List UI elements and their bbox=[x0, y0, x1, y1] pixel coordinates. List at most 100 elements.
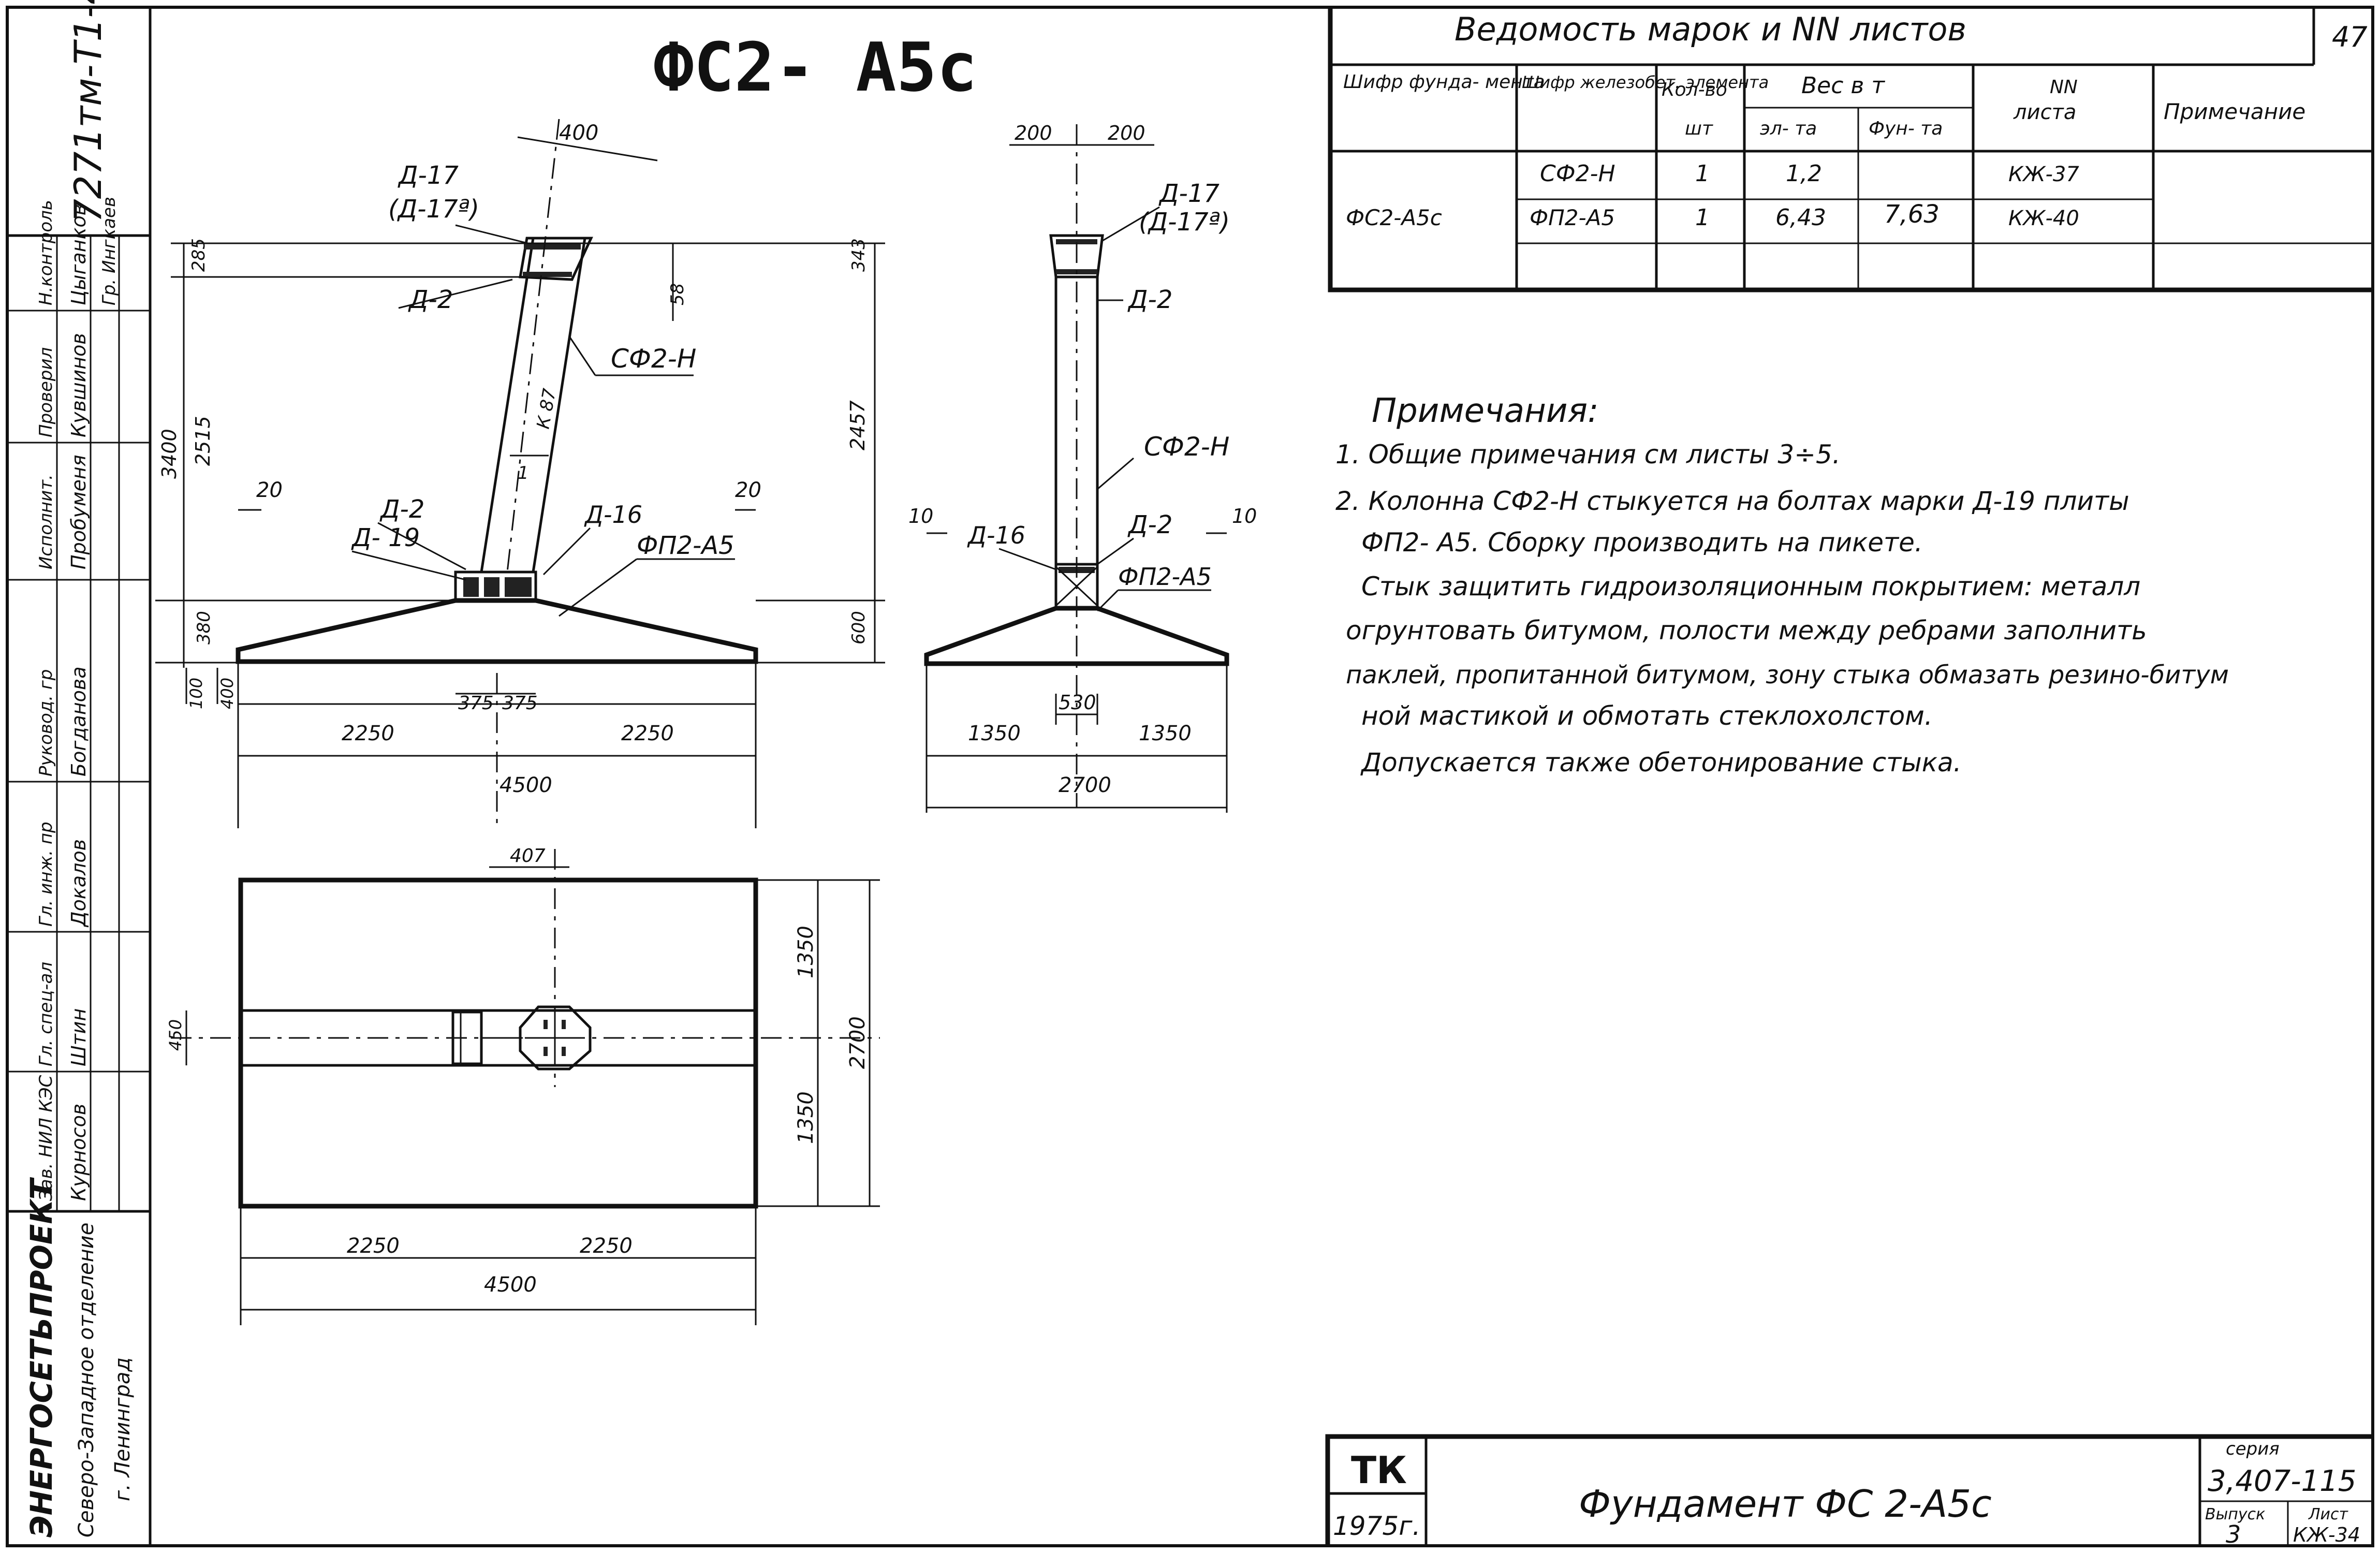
dim-1: 1 bbox=[518, 463, 529, 484]
side-dim-1350-right: 1350 bbox=[1139, 722, 1192, 745]
sheet-value: КЖ-34 bbox=[2293, 1523, 2360, 1546]
plan-dim-2700: 2700 bbox=[846, 1016, 870, 1069]
dim-600: 600 bbox=[848, 611, 869, 644]
dim-2250-left: 2250 bbox=[342, 722, 394, 745]
notes-block: Примечания: 1. Общие примечания см листы… bbox=[1335, 392, 2229, 778]
dim-375-b: 375 bbox=[502, 693, 538, 714]
label-sf2n: СФ2-Н bbox=[611, 344, 696, 374]
name-8: Гр. Ингкаев bbox=[99, 197, 120, 305]
header-sheet: листа bbox=[2013, 100, 2076, 124]
dim-343: 343 bbox=[848, 238, 869, 272]
year-label: 1975г. bbox=[1333, 1511, 1420, 1541]
plan-dim-2250-left: 2250 bbox=[347, 1234, 400, 1258]
dim-2457: 2457 bbox=[846, 400, 869, 450]
plan-dim-1350-top: 1350 bbox=[794, 926, 818, 978]
side-dim-1350-left: 1350 bbox=[968, 722, 1021, 745]
issue-label: Выпуск bbox=[2205, 1505, 2265, 1523]
plan-dim-407: 407 bbox=[510, 845, 546, 867]
role-7: Н.контроль bbox=[36, 200, 56, 305]
note-line-6: паклей, пропитанной битумом, зону стыка … bbox=[1346, 661, 2229, 690]
note-line-4: Стык защитить гидроизоляционным покрытие… bbox=[1361, 572, 2140, 602]
tk-label: ТК bbox=[1351, 1448, 1407, 1492]
header-sheet-nn: NN bbox=[2050, 77, 2078, 98]
plan-dim-2250-right: 2250 bbox=[580, 1234, 633, 1258]
org-name: ЭНЕРГОСЕТЬПРОЕКТ bbox=[24, 1177, 59, 1537]
label-d19: Д- 19 bbox=[351, 523, 420, 552]
drawing-title: ФС2- А5с bbox=[653, 28, 977, 107]
table-title: Ведомость марок и NN листов bbox=[1455, 10, 1966, 48]
row-2-qty: 1 bbox=[1695, 204, 1710, 231]
row-1-qty: 1 bbox=[1695, 160, 1710, 187]
dim-400-top: 400 bbox=[559, 121, 598, 145]
name-7: Цыганков bbox=[67, 204, 90, 305]
series-label: серия bbox=[2226, 1439, 2280, 1459]
dim-380: 380 bbox=[194, 611, 214, 644]
dim-4500: 4500 bbox=[499, 773, 552, 797]
left-stamp: 7271тм-Т1-47 Зав. НИЛ КЭС Гл. спец-ал Гл… bbox=[7, 0, 152, 1546]
title-block: ТК 1975г. Фундамент ФС 2-А5с серия 3,407… bbox=[1325, 1434, 2373, 1548]
row-2-sheet: КЖ-40 bbox=[2008, 207, 2079, 230]
header-qty-unit: шт bbox=[1685, 118, 1713, 139]
side-label-sf2n: СФ2-Н bbox=[1144, 432, 1229, 462]
label-d2-bot: Д-2 bbox=[379, 495, 424, 524]
dim-3400: 3400 bbox=[158, 429, 181, 479]
org-division: Северо-Западное отделение bbox=[75, 1223, 98, 1537]
spec-table-text: Ведомость марок и NN листов 47 Шифр фунд… bbox=[1343, 10, 2368, 231]
side-dim-2700: 2700 bbox=[1059, 773, 1111, 797]
plan-dim-1350-bottom: 1350 bbox=[794, 1091, 818, 1144]
side-label-d17: Д-17 bbox=[1158, 179, 1220, 208]
side-dim-200-right: 200 bbox=[1108, 122, 1145, 144]
label-d17: Д-17 bbox=[398, 161, 459, 190]
row-2-element: ФП2-А5 bbox=[1530, 205, 1615, 230]
sheet-label: Лист bbox=[2308, 1505, 2349, 1523]
row-2-weight: 6,43 bbox=[1775, 204, 1826, 231]
table-page-number: 47 bbox=[2332, 21, 2368, 53]
role-1: Зав. НИЛ КЭС bbox=[36, 1075, 56, 1201]
side-dim-10-left: 10 bbox=[908, 505, 933, 528]
side-dim-200-left: 200 bbox=[1015, 122, 1052, 144]
row-foundation: ФС2-А5с bbox=[1346, 205, 1442, 230]
name-4: Богданова bbox=[67, 666, 90, 777]
side-label-d2-bot: Д-2 bbox=[1127, 510, 1172, 539]
dim-2515: 2515 bbox=[192, 416, 214, 466]
side-label-fp2: ФП2-А5 bbox=[1118, 563, 1212, 591]
header-weight-foundation: Фун- та bbox=[1869, 118, 1943, 139]
label-d16: Д-16 bbox=[584, 501, 642, 529]
notes-heading: Примечания: bbox=[1372, 392, 1599, 430]
name-3: Докалов bbox=[67, 839, 90, 928]
note-line-8: Допускается также обетонирование стыка. bbox=[1360, 748, 1961, 778]
note-line-2: 2. Колонна СФ2-Н стыкуется на болтах мар… bbox=[1335, 486, 2129, 516]
sheet-title: Фундамент ФС 2-А5с bbox=[1579, 1482, 1992, 1526]
side-elevation bbox=[924, 124, 1229, 813]
plan-view-labels: 407 450 1350 1350 2700 2250 2250 4500 bbox=[166, 845, 870, 1297]
label-d2-top: Д-2 bbox=[408, 285, 453, 314]
dim-100: 100 bbox=[186, 678, 206, 709]
note-line-7: ной мастикой и обмотать стеклохолстом. bbox=[1361, 701, 1933, 731]
plan-dim-450: 450 bbox=[166, 1019, 185, 1051]
name-1: Курносов bbox=[67, 1104, 90, 1201]
dim-375-a: 375 bbox=[458, 693, 494, 714]
name-5: Пробуменя bbox=[67, 455, 90, 569]
header-element-code: Шифр железобет. элемента bbox=[1522, 72, 1769, 92]
dim-20-left: 20 bbox=[256, 478, 283, 502]
role-3: Гл. инж. пр bbox=[36, 822, 56, 927]
header-weight-element: эл- та bbox=[1760, 118, 1817, 139]
role-4: Руковод. гр bbox=[36, 669, 56, 777]
side-label-d16: Д-16 bbox=[967, 521, 1025, 549]
role-2: Гл. спец-ал bbox=[36, 962, 56, 1066]
header-qty: Кол-во bbox=[1662, 79, 1727, 100]
role-6: Проверил bbox=[36, 347, 56, 437]
spec-table bbox=[1328, 7, 2373, 292]
label-fp2: ФП2-А5 bbox=[637, 531, 734, 560]
dim-285: 285 bbox=[188, 238, 209, 272]
dim-2250-right: 2250 bbox=[621, 722, 674, 745]
side-elevation-labels: 200 200 Д-17 (Д-17ª) Д-2 СФ2-Н Д-16 Д-2 … bbox=[908, 122, 1257, 797]
issue-value: 3 bbox=[2226, 1520, 2241, 1548]
row-1-weight: 1,2 bbox=[1786, 160, 1822, 187]
side-dim-530: 530 bbox=[1059, 691, 1096, 714]
header-notes: Примечание bbox=[2164, 99, 2305, 124]
sheet-frame bbox=[6, 6, 2374, 1547]
note-line-1: 1. Общие примечания см листы 3÷5. bbox=[1335, 439, 1841, 470]
doc-number: 7271тм-Т1-47 bbox=[66, 0, 110, 223]
